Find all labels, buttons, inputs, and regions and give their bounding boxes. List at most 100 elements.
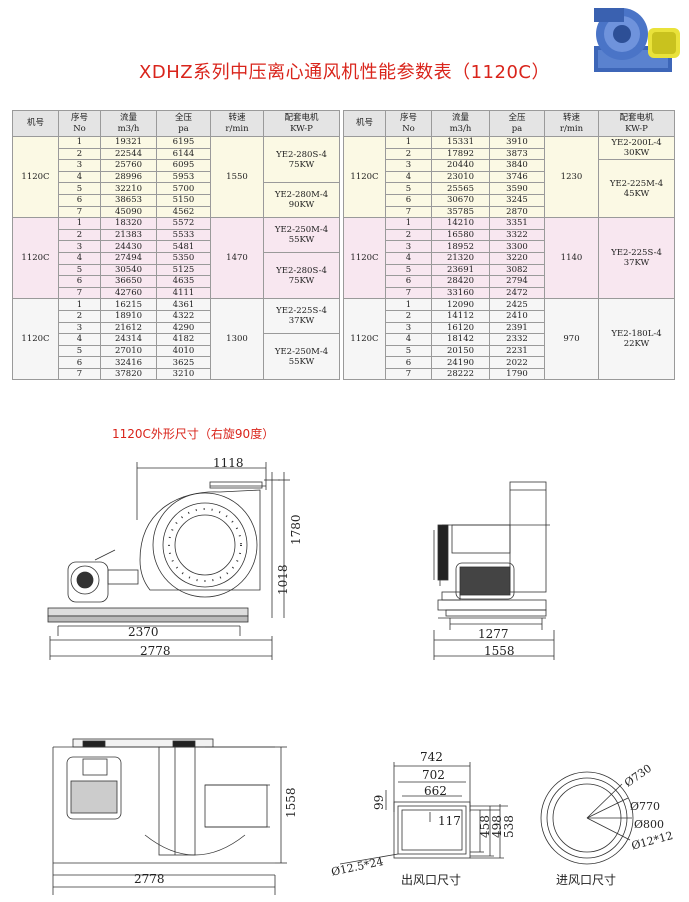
no-cell: 1	[385, 217, 432, 230]
pressure-cell: 2391	[489, 321, 545, 335]
flow-cell: 23010	[431, 170, 490, 184]
speed-cell: 1230	[544, 135, 599, 219]
pressure-cell: 2332	[489, 333, 545, 346]
flow-cell: 18952	[431, 240, 490, 253]
no-cell: 7	[58, 205, 101, 219]
no-cell: 6	[385, 193, 432, 207]
flow-cell: 20150	[431, 344, 490, 358]
pressure-cell: 2022	[489, 356, 545, 369]
no-cell: 5	[385, 263, 432, 277]
pressure-cell: 5481	[156, 240, 211, 253]
pressure-cell: 6195	[156, 136, 211, 149]
pressure-cell: 2870	[489, 205, 545, 219]
no-cell: 6	[385, 356, 432, 369]
pressure-cell: 5700	[156, 182, 211, 195]
flow-cell: 36650	[100, 275, 157, 288]
flow-cell: 28222	[431, 367, 490, 381]
flow-cell: 24430	[100, 240, 157, 253]
pressure-cell: 1790	[489, 367, 545, 381]
pressure-cell: 6095	[156, 159, 211, 172]
pressure-cell: 2794	[489, 275, 545, 288]
pressure-cell: 4111	[156, 286, 211, 300]
flow-cell: 30540	[100, 263, 157, 277]
page-title: XDHZ系列中压离心通风机性能参数表（1120C）	[139, 62, 550, 83]
no-cell: 3	[58, 321, 101, 335]
speed-cell: 1300	[210, 298, 264, 381]
no-cell: 6	[58, 275, 101, 288]
pressure-cell: 3082	[489, 263, 545, 277]
model-cell: 1120C	[343, 135, 386, 219]
pressure-cell: 3210	[156, 367, 211, 381]
header-model: 机号	[12, 110, 59, 137]
flow-cell: 27010	[100, 344, 157, 358]
dim-99: 99	[372, 794, 386, 810]
flow-cell: 28996	[100, 170, 157, 184]
flow-cell: 20440	[431, 159, 490, 172]
front-view-drawing	[433, 481, 555, 660]
pressure-cell: 2231	[489, 344, 545, 358]
no-cell: 1	[385, 136, 432, 149]
pressure-cell: 2472	[489, 286, 545, 300]
flow-cell: 28420	[431, 275, 490, 288]
flow-cell: 38653	[100, 193, 157, 207]
pressure-cell: 4182	[156, 333, 211, 346]
outlet-size-label: 出风口尺寸	[401, 873, 462, 887]
flow-cell: 33160	[431, 286, 490, 300]
flow-cell: 30670	[431, 193, 490, 207]
flow-cell: 24190	[431, 356, 490, 369]
no-cell: 7	[58, 367, 101, 381]
pressure-cell: 3840	[489, 159, 545, 172]
pressure-cell: 3300	[489, 240, 545, 253]
flow-cell: 15331	[431, 136, 490, 149]
dim-1780: 1780	[289, 514, 303, 545]
pressure-cell: 4010	[156, 344, 211, 358]
pressure-cell: 3245	[489, 193, 545, 207]
pressure-cell: 5572	[156, 217, 211, 230]
flow-cell: 12090	[431, 298, 490, 311]
no-cell: 5	[58, 344, 101, 358]
no-cell: 1	[58, 136, 101, 149]
flow-cell: 37820	[100, 367, 157, 381]
no-cell: 4	[58, 251, 101, 265]
no-cell: 3	[385, 321, 432, 335]
model-cell: 1120C	[343, 217, 386, 300]
no-cell: 1	[385, 298, 432, 311]
flow-cell: 14210	[431, 217, 490, 230]
flow-cell: 16580	[431, 228, 490, 242]
fan-product-image	[594, 8, 680, 72]
flow-cell: 16215	[100, 298, 157, 311]
pressure-cell: 5953	[156, 170, 211, 184]
dim-2370: 2370	[128, 625, 159, 639]
dim-1558a: 1558	[484, 644, 515, 658]
pressure-cell: 3625	[156, 356, 211, 369]
dim-1277: 1277	[478, 627, 509, 641]
model-cell: 1120C	[343, 298, 386, 381]
